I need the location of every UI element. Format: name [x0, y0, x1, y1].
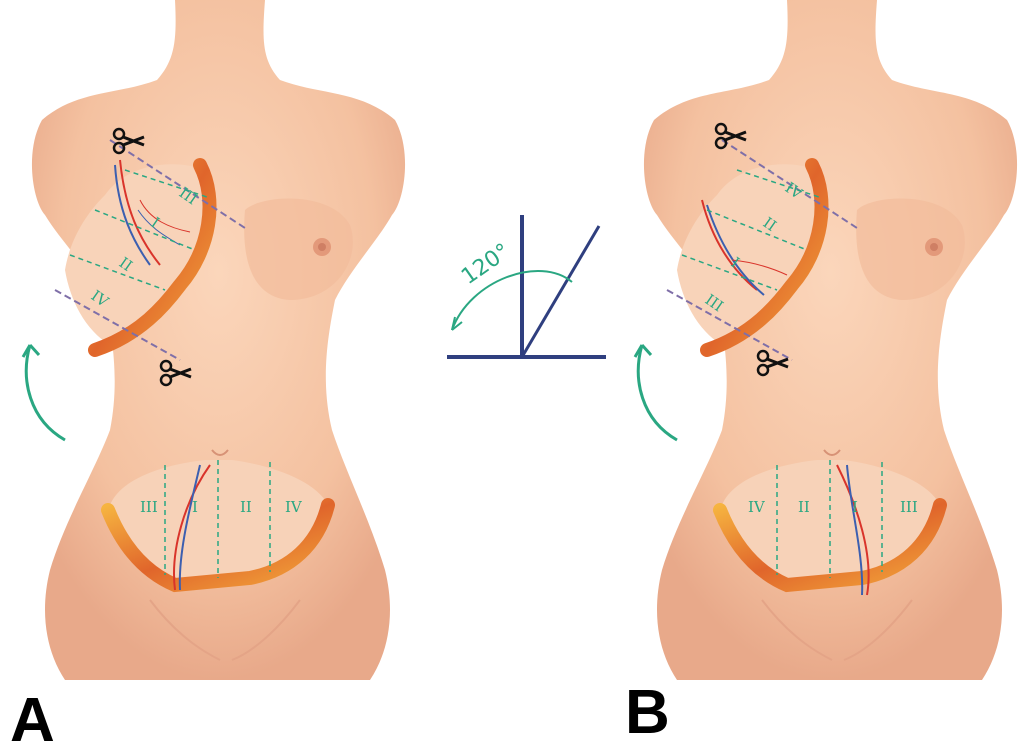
abdomen-zone-a-3: II [240, 498, 252, 516]
torso-b [635, 0, 1017, 680]
abdomen-zone-a-4: IV [285, 498, 303, 516]
panel-a: III I II IV III I II IV [23, 0, 405, 680]
angle-label: 120° [457, 239, 515, 290]
abdomen-zone-b-4: III [900, 498, 918, 516]
angle-ray [522, 226, 599, 357]
panel-label-b: B [625, 682, 670, 744]
abdomen-zone-b-1: IV [748, 498, 766, 516]
torso-a [23, 0, 405, 680]
abdomen-zone-b-2: II [798, 498, 810, 516]
angle-diagram: 120° [447, 215, 606, 357]
abdomen-zone-b-3: I [852, 498, 858, 516]
panel-b: IV II I III IV II I III [635, 0, 1017, 680]
panel-label-a: A [10, 690, 55, 752]
abdomen-zone-a-1: III [140, 498, 158, 516]
abdomen-zone-a-2: I [192, 498, 198, 516]
